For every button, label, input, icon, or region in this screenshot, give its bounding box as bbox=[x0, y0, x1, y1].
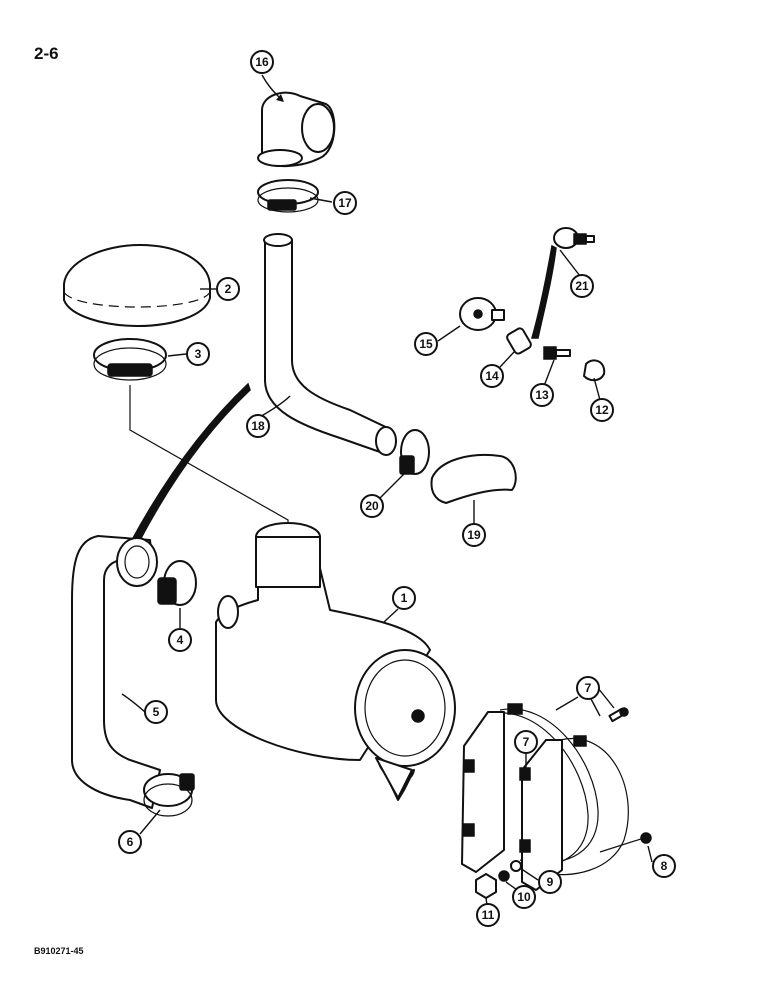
svg-text:10: 10 bbox=[517, 890, 531, 904]
clamp-17 bbox=[257, 179, 319, 213]
callout-19: 19 bbox=[462, 523, 486, 547]
callout-7-lower: 7 bbox=[514, 730, 538, 754]
bolt-7 bbox=[608, 707, 629, 723]
fitting-14 bbox=[506, 327, 532, 355]
leader-lines bbox=[121, 74, 653, 913]
svg-text:13: 13 bbox=[535, 388, 549, 402]
hose-5 bbox=[71, 535, 161, 809]
svg-text:11: 11 bbox=[482, 908, 495, 922]
clamp-3 bbox=[93, 338, 167, 381]
svg-text:5: 5 bbox=[153, 705, 160, 719]
callout-6: 6 bbox=[118, 830, 142, 854]
clamp-4 bbox=[157, 560, 197, 606]
svg-text:8: 8 bbox=[661, 859, 668, 873]
figure-code: B910271-45 bbox=[34, 946, 84, 956]
svg-text:3: 3 bbox=[195, 347, 202, 361]
callout-16: 16 bbox=[250, 50, 274, 74]
svg-text:20: 20 bbox=[365, 499, 379, 513]
callout-18: 18 bbox=[246, 414, 270, 438]
callout-14: 14 bbox=[480, 364, 504, 388]
callout-21: 21 bbox=[570, 274, 594, 298]
callout-9: 9 bbox=[538, 870, 562, 894]
lockwasher-10 bbox=[498, 870, 510, 882]
callout-2: 2 bbox=[216, 277, 240, 301]
switch-21 bbox=[553, 227, 595, 249]
svg-text:21: 21 bbox=[575, 279, 589, 293]
clamp-20 bbox=[399, 429, 430, 475]
svg-text:2: 2 bbox=[225, 282, 232, 296]
svg-text:16: 16 bbox=[255, 55, 269, 69]
precleaner-cap-2 bbox=[63, 244, 211, 327]
svg-text:6: 6 bbox=[127, 835, 134, 849]
svg-text:14: 14 bbox=[485, 369, 499, 383]
svg-text:19: 19 bbox=[467, 528, 481, 542]
assembly-guide-line bbox=[129, 385, 289, 545]
callout-15: 15 bbox=[414, 332, 438, 356]
svg-text:18: 18 bbox=[251, 419, 265, 433]
callout-17: 17 bbox=[333, 191, 357, 215]
callout-20: 20 bbox=[360, 494, 384, 518]
page-number: 2-6 bbox=[34, 44, 59, 63]
callout-13: 13 bbox=[530, 383, 554, 407]
callout-5: 5 bbox=[144, 700, 168, 724]
hose-19 bbox=[430, 454, 517, 504]
svg-text:4: 4 bbox=[177, 633, 184, 647]
callout-7-upper: 7 bbox=[576, 676, 600, 700]
callout-8: 8 bbox=[652, 854, 676, 878]
callout-4: 4 bbox=[168, 628, 192, 652]
nut-11 bbox=[475, 873, 497, 899]
air-cleaner-1 bbox=[215, 522, 456, 801]
callout-10: 10 bbox=[512, 885, 536, 909]
callout-12: 12 bbox=[590, 398, 614, 422]
indicator-base-15 bbox=[459, 297, 505, 331]
tube-18 bbox=[263, 233, 397, 456]
bolt-8 bbox=[599, 832, 652, 853]
assembly-arrow-21 bbox=[531, 244, 557, 339]
elbow-16 bbox=[257, 91, 336, 168]
svg-text:15: 15 bbox=[419, 337, 433, 351]
svg-text:7: 7 bbox=[523, 735, 530, 749]
svg-text:1: 1 bbox=[401, 591, 408, 605]
assembly-arrow-5 bbox=[130, 382, 251, 541]
mounting-brackets-7 bbox=[461, 703, 629, 891]
elbow-12 bbox=[583, 359, 606, 382]
svg-text:7: 7 bbox=[585, 681, 592, 695]
fitting-13 bbox=[543, 346, 571, 360]
svg-text:12: 12 bbox=[595, 403, 609, 417]
callout-11: 11 bbox=[476, 903, 500, 927]
svg-text:17: 17 bbox=[338, 196, 352, 210]
svg-text:9: 9 bbox=[547, 875, 554, 889]
callout-1: 1 bbox=[392, 586, 416, 610]
callout-3: 3 bbox=[186, 342, 210, 366]
washer-9 bbox=[510, 860, 522, 872]
clamp-6 bbox=[143, 773, 195, 817]
